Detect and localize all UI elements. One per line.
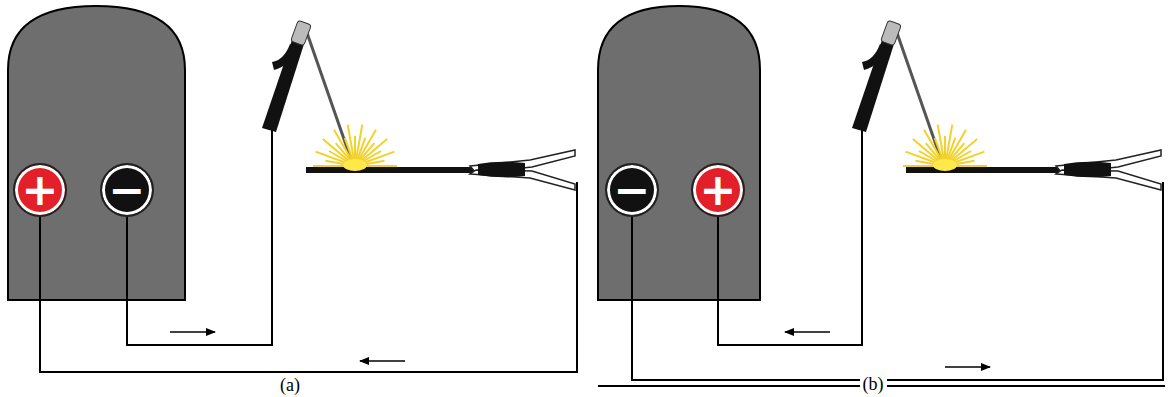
figure-label: (b) — [860, 374, 887, 395]
workpiece — [906, 167, 1076, 173]
polarity-terminal: − — [100, 163, 154, 217]
polarity-sign: + — [700, 168, 737, 212]
polarity-sign: + — [22, 168, 59, 212]
polarity-terminal: − — [605, 163, 659, 217]
welding-machine — [598, 6, 760, 300]
polarity-sign: − — [614, 168, 651, 212]
arc-spark — [313, 125, 397, 171]
workpiece — [306, 167, 476, 173]
electrode-holder — [262, 20, 353, 165]
polarity-terminal: + — [691, 163, 745, 217]
current-arrow — [785, 331, 830, 333]
electrode-cable — [718, 130, 862, 345]
welding-machine — [8, 6, 185, 300]
electrode-holder — [852, 20, 943, 165]
polarity-terminal: + — [13, 163, 67, 217]
current-arrow — [945, 366, 990, 368]
polarity-sign: − — [109, 168, 146, 212]
arc-spark — [903, 125, 987, 171]
current-arrow — [170, 331, 215, 333]
figure-label: (a) — [277, 375, 303, 396]
electrode-cable — [127, 130, 272, 345]
ground-clamp — [1056, 150, 1161, 190]
current-arrow — [360, 360, 405, 362]
ground-clamp — [470, 150, 575, 190]
